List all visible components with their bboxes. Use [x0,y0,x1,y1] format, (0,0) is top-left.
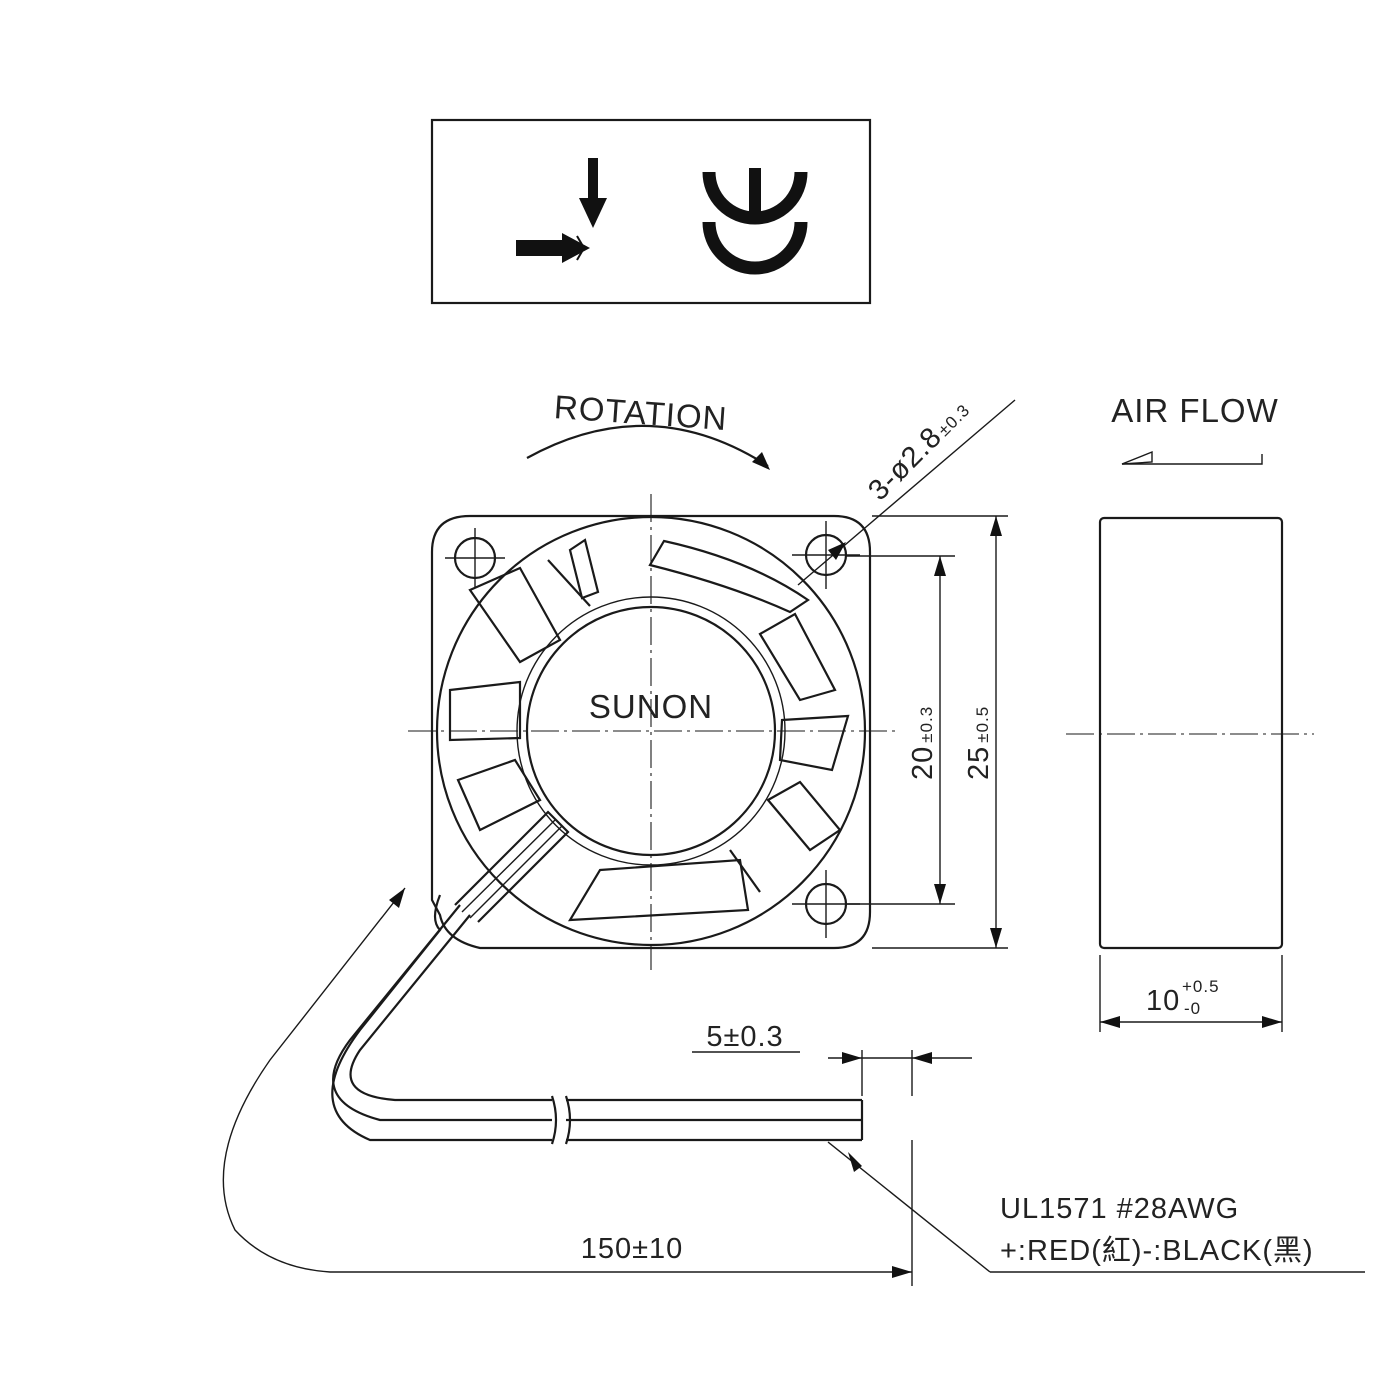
frame-size-label: 25±0.5 [963,706,995,780]
frame-size-dimension: 25±0.5 [872,515,1008,949]
wire-spec-callout: UL1571 #28AWG +:RED(紅)-:BLACK(黑) [827,1141,1365,1273]
strip-length-dimension: 5±0.3 [692,1021,972,1096]
fan-frame [430,514,872,950]
hole-spec-label: 3-ø2.8±0.3 [862,393,976,507]
airflow-label: AIR FLOW [1111,392,1279,429]
wire-colors-label: +:RED(紅)-:BLACK(黑) [1000,1234,1314,1267]
lead-length-dimension: 150±10 [222,887,913,1286]
brand-label: SUNON [589,688,713,725]
lead-length-label: 150±10 [581,1233,684,1265]
lead-wires [331,894,864,1145]
mounting-hole-top-left [445,528,505,588]
hole-pitch-dimension: 20±0.3 [846,555,955,905]
airflow-label-group: AIR FLOW [1111,392,1279,465]
symbol-box [430,118,872,305]
fan-blades [448,538,850,922]
thickness-main-label: 10 [1146,985,1180,1017]
rotation-label: ROTATION [553,388,729,437]
hole-pitch-label: 20±0.3 [907,706,939,780]
fan-front-view: SUNON [408,494,895,970]
airflow-direction-icon [516,158,607,263]
thickness-tol-minus: -0 [1184,999,1201,1018]
rotation-label-group: ROTATION [526,388,770,470]
strip-length-label: 5±0.3 [706,1021,783,1053]
mounting-hole-top-right [792,521,860,589]
rotation-direction-icon [702,168,808,275]
wire-spec-label: UL1571 #28AWG [1000,1193,1239,1225]
fan-side-view: 10 +0.5 -0 [1066,516,1314,1032]
thickness-tol-plus: +0.5 [1182,977,1220,996]
